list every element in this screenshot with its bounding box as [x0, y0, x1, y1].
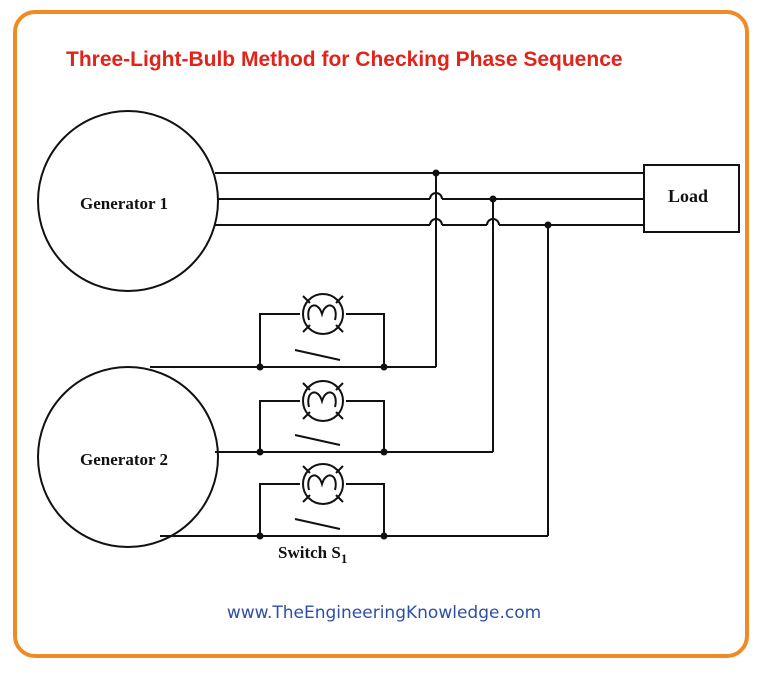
- website-footer: www.TheEngineeringKnowledge.com: [226, 603, 542, 623]
- generator-2-label: Generator 2: [80, 450, 168, 469]
- outer-frame: [13, 10, 749, 658]
- switch-2-blade: [294, 434, 341, 446]
- switch-label-subscript: 1: [341, 551, 348, 566]
- lamp-branch-2: [259, 380, 385, 452]
- switch-label-text: Switch S: [278, 543, 341, 562]
- switch-label: Switch S1: [278, 543, 347, 566]
- lamp-3-icon: [302, 463, 344, 505]
- bus-line-b: [218, 192, 644, 200]
- switch-3-blade: [294, 518, 341, 530]
- lamp-1-icon: [302, 293, 344, 335]
- lamp-branch-1: [259, 293, 385, 367]
- diagram-title-text: Three-Light-Bulb Method for Checking Pha…: [66, 48, 623, 71]
- bus-line-c: [215, 218, 644, 226]
- generator-2-symbol: [37, 366, 219, 548]
- switch-1-blade: [294, 349, 341, 361]
- generator-1-label: Generator 1: [80, 194, 168, 213]
- load-label: Load: [668, 186, 708, 206]
- junction-dots: [256, 169, 552, 540]
- generator-1-symbol: [37, 110, 219, 292]
- lamp-branch-3: [259, 463, 385, 536]
- lamp-2-icon: [302, 380, 344, 422]
